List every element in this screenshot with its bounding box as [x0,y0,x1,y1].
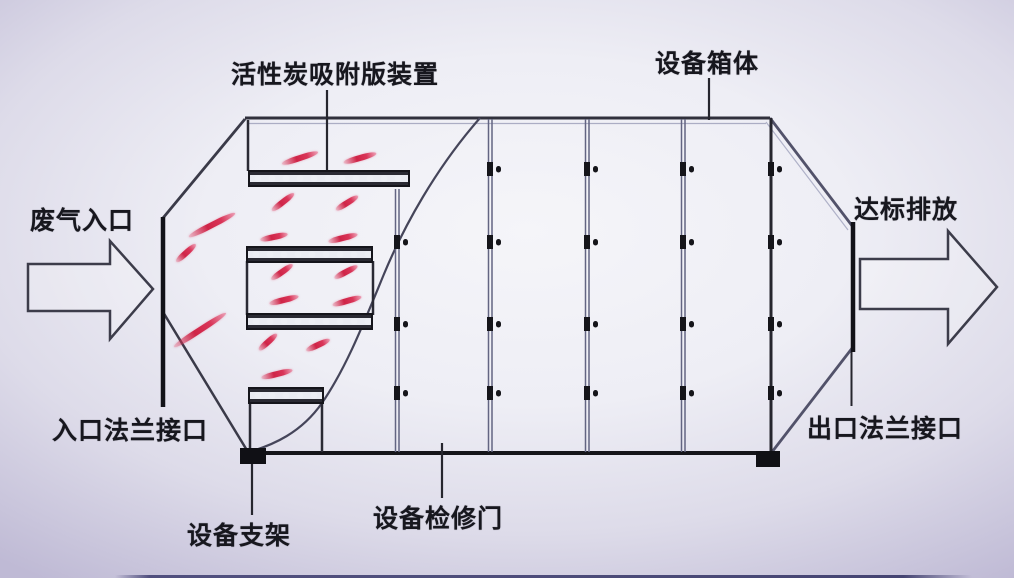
label-discharge: 达标排放 [853,196,959,224]
gas-flow-stroke [174,242,198,264]
carbon-plate-1 [248,170,410,187]
gas-flow-stroke [259,231,289,243]
gas-flow-stroke [268,293,300,307]
gas-flow-stroke [342,150,378,166]
label-support: 设备支架 [186,522,292,550]
outlet-arrow [858,227,999,348]
label-equipment-box: 设备箱体 [654,50,760,78]
leader-lines [250,78,711,515]
inlet-arrow [26,237,155,343]
door-latch-marks [394,162,782,400]
equipment-box-outline [161,116,855,455]
gas-flow-stroke [260,367,294,381]
gas-flow-stroke [281,149,319,167]
label-adsorption-plates: 活性炭吸附版装置 [230,61,440,89]
carbon-plate-frames [245,120,375,452]
label-outlet-flange: 出口法兰接口 [806,415,964,443]
gas-flow-stroke [269,262,295,282]
gas-flow-stroke [333,263,359,281]
gas-flow-stroke [304,336,332,354]
label-gas-inlet: 废气入口 [29,207,135,235]
label-access-door: 设备检修门 [372,505,504,533]
gas-flow-stroke [331,293,363,309]
frame-bottom-edge [115,575,972,578]
carbon-plate-2 [246,246,373,263]
gas-flow-stroke [270,191,296,213]
gas-flow-stroke [172,310,228,350]
support-feet [240,448,780,467]
label-inlet-flange: 入口法兰接口 [51,417,209,445]
gas-flow-stroke [334,193,360,213]
carbon-plate-3 [246,313,373,330]
carbon-plate-4 [248,387,324,404]
gas-flow-stroke [327,231,359,245]
gas-flow-stroke [257,331,279,353]
gas-flow-stroke [187,210,237,240]
